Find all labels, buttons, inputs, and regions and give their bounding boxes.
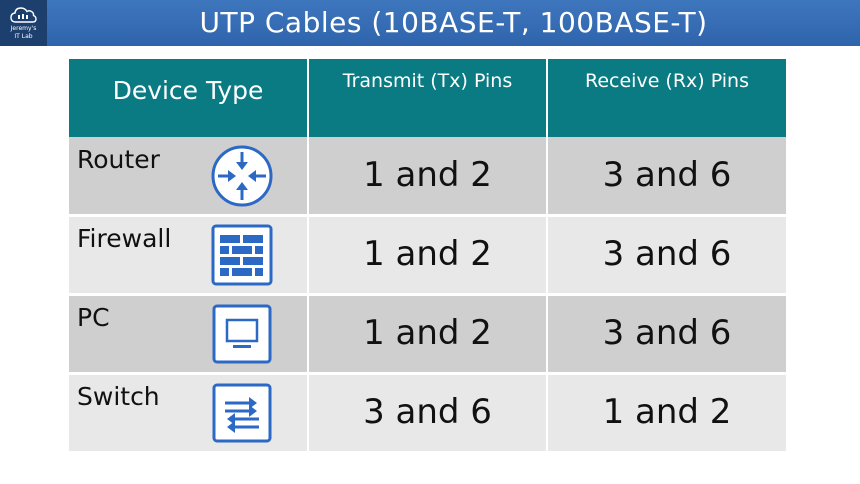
pinout-table: Device Type Transmit (Tx) Pins Receive (…	[69, 59, 786, 452]
tx-pins: 1 and 2	[363, 234, 492, 274]
page-title: UTP Cables (10BASE-T, 100BASE-T)	[199, 6, 708, 39]
table-row: Firewall 1 and 2 3 and 6	[69, 216, 786, 293]
device-name: PC	[77, 303, 110, 332]
router-icon	[211, 145, 273, 207]
row-divider	[69, 373, 786, 375]
pc-icon	[212, 304, 272, 364]
table-row: PC 1 and 2 3 and 6	[69, 295, 786, 372]
row-divider	[69, 215, 786, 217]
header-receive-pins: Receive (Rx) Pins	[585, 70, 749, 92]
tx-pins: 1 and 2	[363, 155, 492, 195]
table-row: Switch 3 and 6 1 and 2	[69, 374, 786, 451]
rx-pins: 3 and 6	[602, 155, 732, 195]
device-name: Router	[77, 145, 160, 174]
device-name: Firewall	[77, 224, 172, 253]
device-name: Switch	[77, 382, 160, 411]
switch-icon	[212, 383, 272, 443]
firewall-icon	[211, 224, 273, 286]
title-bar: Jeremy's IT Lab UTP Cables (10BASE-T, 10…	[0, 0, 860, 46]
tx-pins: 3 and 6	[363, 392, 492, 432]
tx-pins: 1 and 2	[363, 313, 492, 353]
header-device-type: Device Type	[112, 76, 264, 105]
logo-line1: Jeremy's	[10, 25, 37, 32]
rx-pins: 1 and 2	[602, 392, 732, 432]
cloud-icon	[10, 7, 37, 23]
table-row: Router 1 and 2 3 and 6	[69, 137, 786, 214]
header-transmit-pins: Transmit (Tx) Pins	[342, 70, 513, 92]
column-divider	[307, 59, 309, 452]
logo-line2: IT Lab	[14, 33, 33, 40]
table-header-row: Device Type Transmit (Tx) Pins Receive (…	[69, 59, 786, 137]
jeremys-it-lab-logo: Jeremy's IT Lab	[0, 0, 47, 46]
rx-pins: 3 and 6	[602, 234, 732, 274]
row-divider	[69, 294, 786, 296]
column-divider	[546, 59, 548, 452]
rx-pins: 3 and 6	[602, 313, 732, 353]
